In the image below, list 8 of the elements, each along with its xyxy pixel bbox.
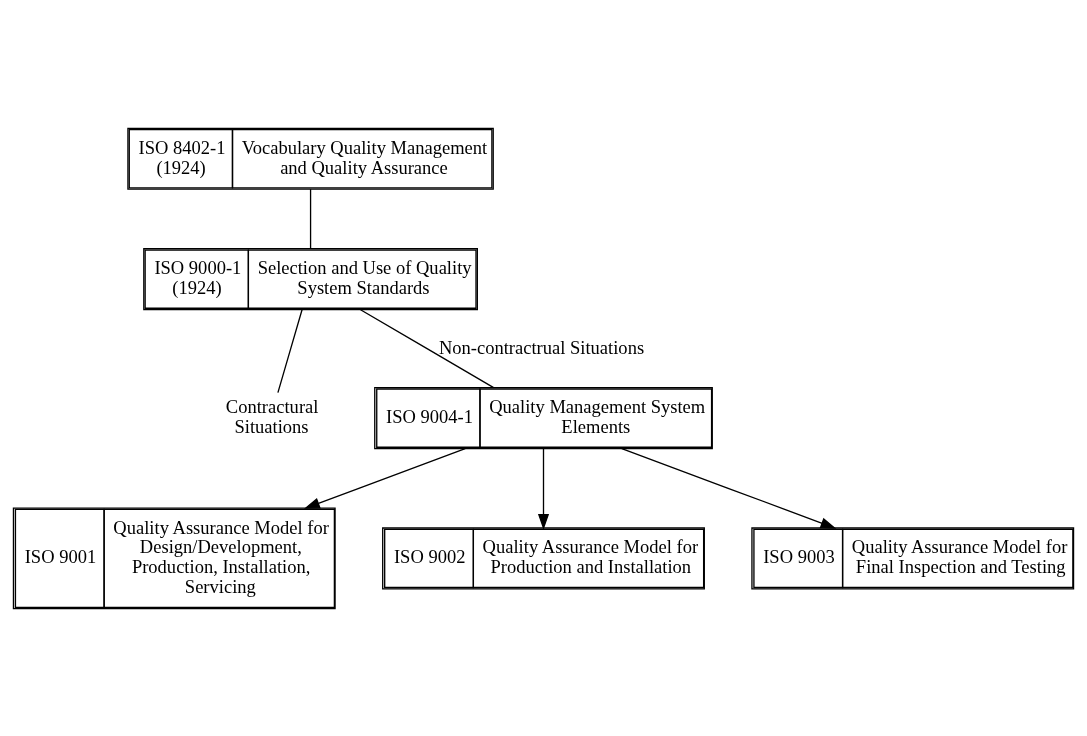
arrow [537,447,550,530]
connector [359,308,495,388]
arrow [304,447,466,509]
connector [277,308,303,393]
edge-label: Non-contractrual Situations [438,336,645,358]
arrow [621,447,837,529]
connector [309,188,312,249]
node-text: Contractural Situations [225,395,319,437]
